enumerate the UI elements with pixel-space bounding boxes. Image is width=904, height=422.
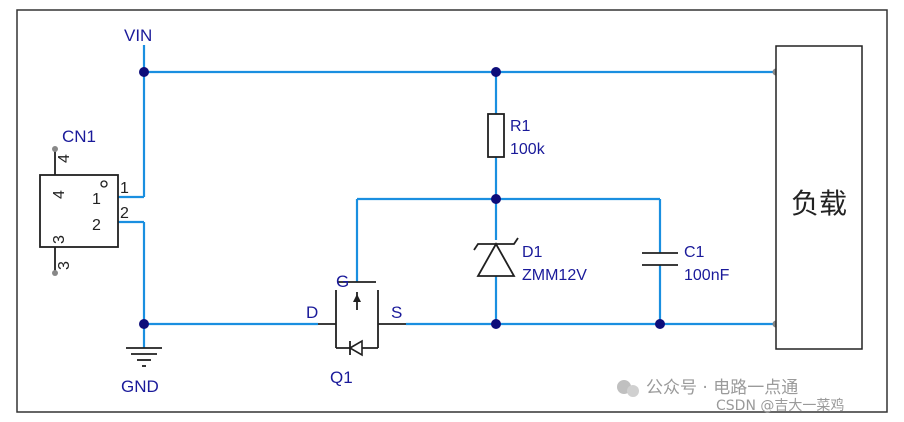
watermark-credit: CSDN @吉大一菜鸡	[716, 397, 844, 414]
wires	[118, 45, 776, 348]
mosfet-q1	[318, 281, 406, 357]
cn1-body	[39, 174, 119, 248]
cn1-pin4-outer-label: 4	[56, 154, 73, 163]
cn1-pin1-outer-label: 1	[120, 180, 129, 197]
r1-value-label: 100k	[510, 141, 546, 158]
r1-ref-label: R1	[510, 118, 531, 135]
d1-ref-label: D1	[522, 244, 543, 261]
resistor-r1	[487, 113, 505, 158]
capacitor-c1	[642, 252, 678, 266]
vin-label: VIN	[124, 26, 152, 45]
q1-source-label: S	[391, 303, 402, 322]
cn1-pin3-inner-label: 3	[51, 235, 68, 244]
gnd-label: GND	[121, 377, 159, 396]
junction-cap-bottom	[655, 319, 665, 329]
load-box	[775, 45, 863, 350]
junction-r1-top	[491, 67, 501, 77]
c1-ref-label: C1	[684, 244, 705, 261]
junction-vin	[139, 67, 149, 77]
cn1-pin2-outer-label: 2	[120, 205, 129, 222]
ground-symbol	[126, 347, 162, 367]
junction-zener-bottom	[491, 319, 501, 329]
zener-diode-d1	[473, 237, 519, 277]
load-label: 负载	[791, 187, 847, 220]
cn1-pin3-outer-label: 3	[56, 261, 73, 270]
q1-ref-label: Q1	[330, 368, 353, 387]
watermark-account: 公众号 · 电路一点通	[646, 378, 798, 398]
schematic-frame	[16, 9, 888, 413]
cn1-pin1-inner-label: 1	[92, 191, 101, 208]
cn1-pin4-inner-label: 4	[51, 190, 68, 199]
c1-value-label: 100nF	[684, 267, 730, 284]
junction-gate-node	[491, 194, 501, 204]
cn1-ref-label: CN1	[62, 127, 96, 146]
cn1-pin2-inner-label: 2	[92, 217, 101, 234]
connector-cn1	[39, 146, 119, 276]
junction-gnd	[139, 319, 149, 329]
q1-drain-label: D	[306, 303, 318, 322]
q1-gate-label: G	[336, 272, 349, 291]
wechat-watermark	[617, 380, 639, 397]
d1-value-label: ZMM12V	[522, 267, 587, 284]
